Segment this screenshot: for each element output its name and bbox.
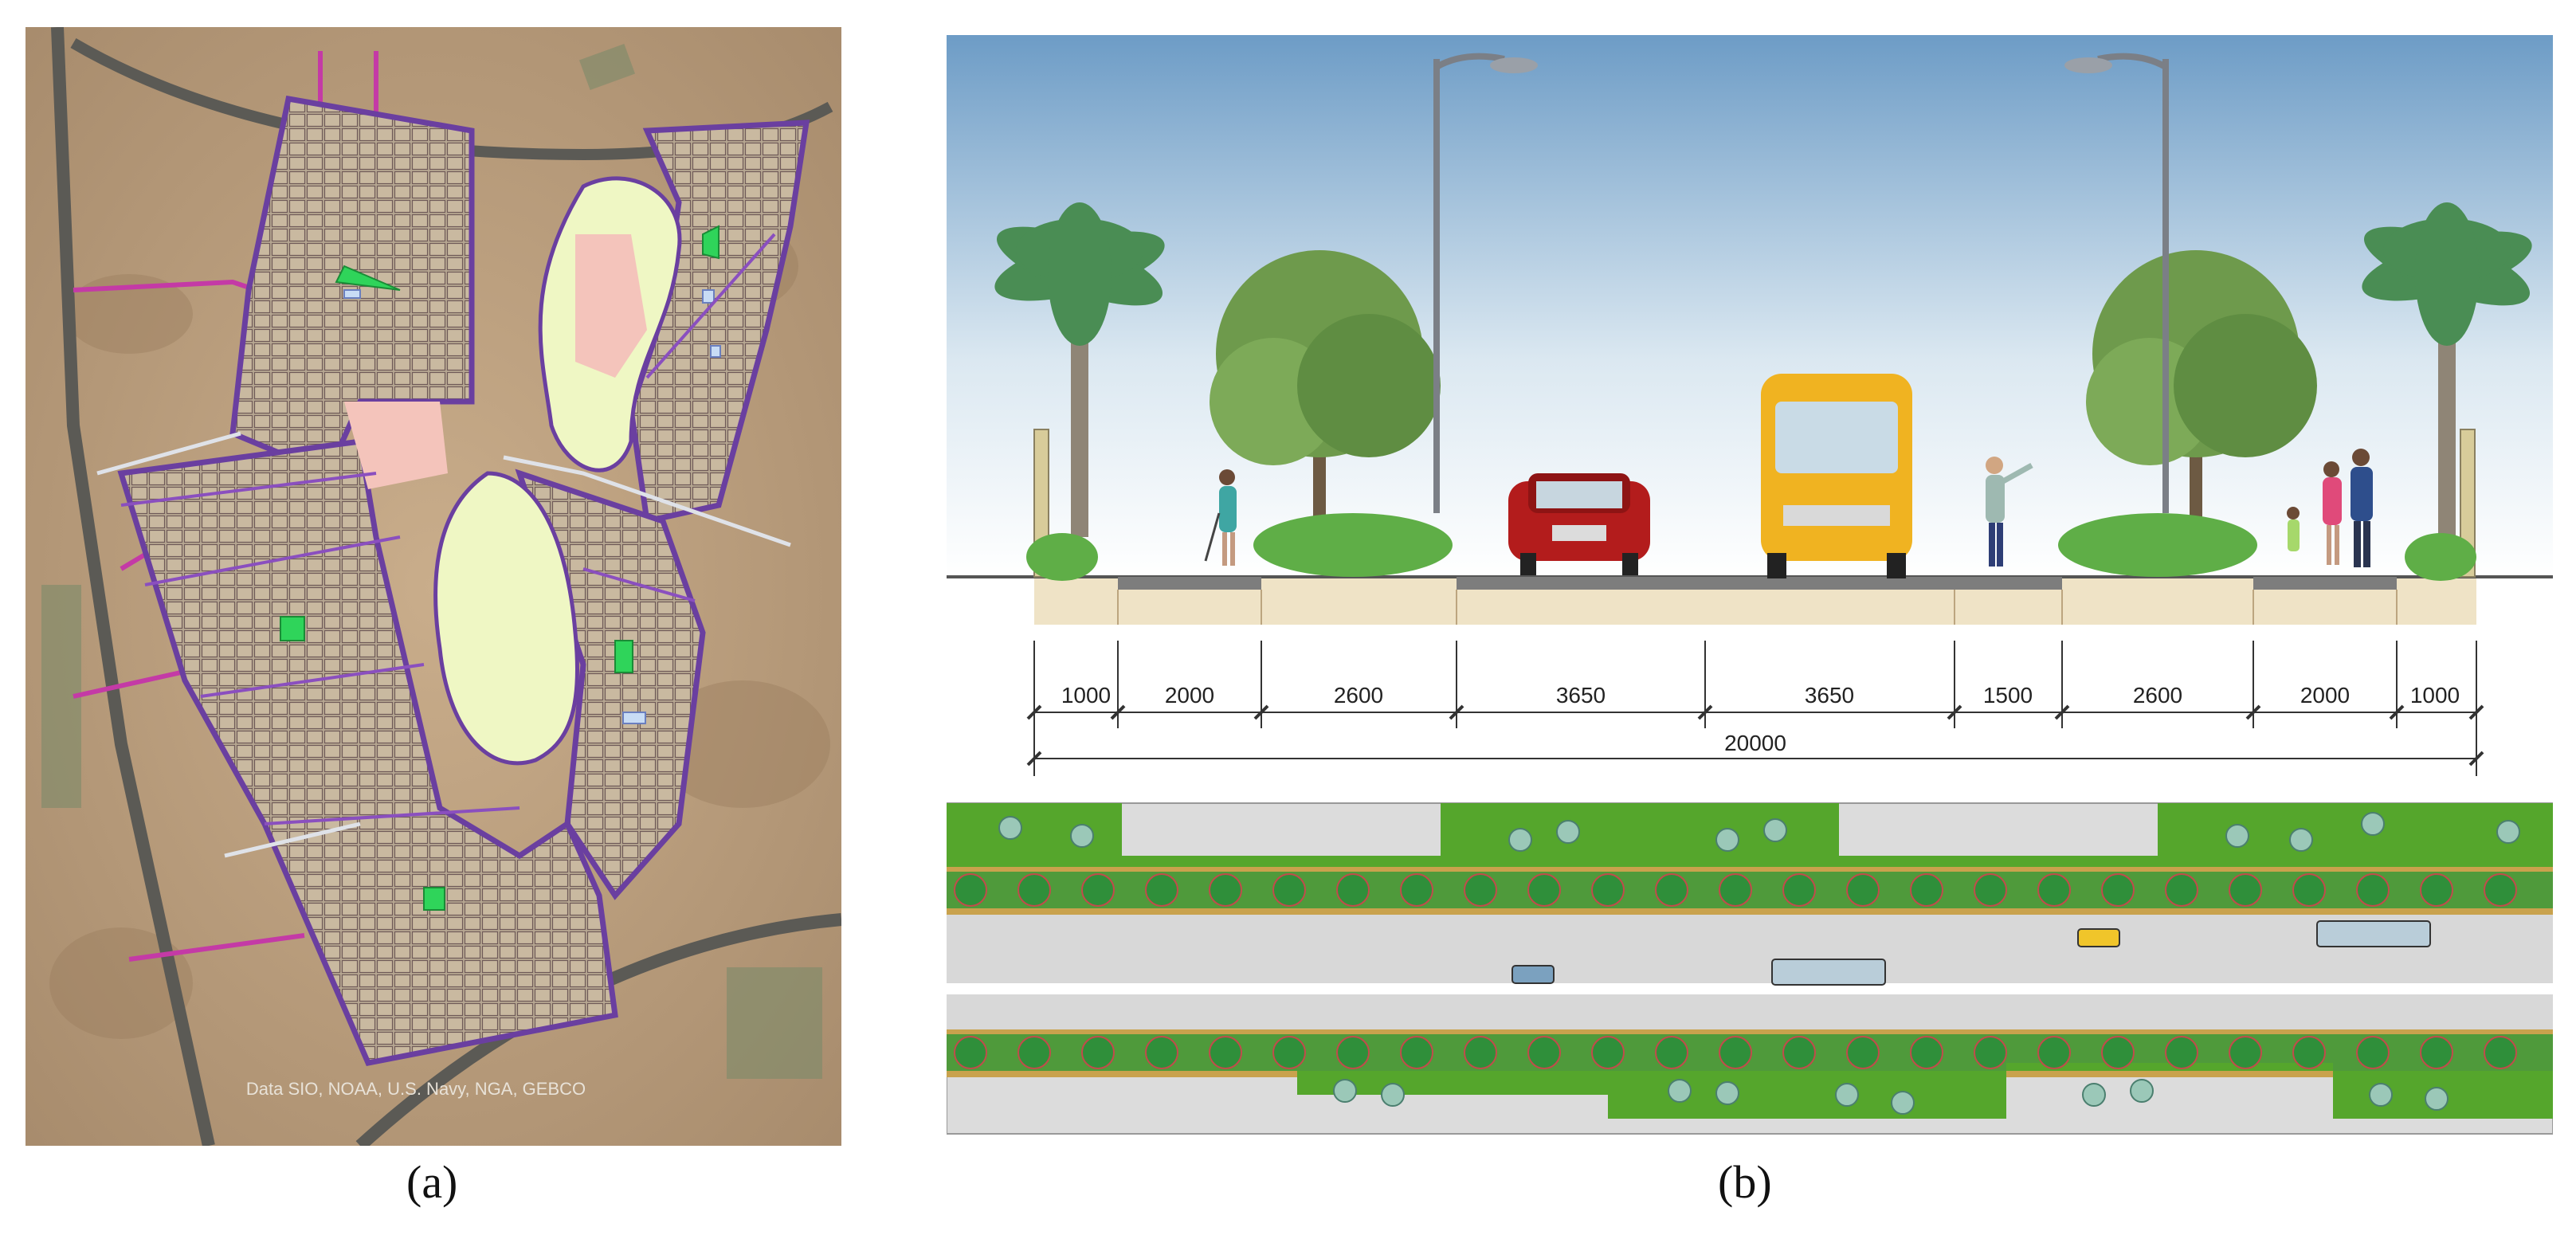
- plan-bus-icon: [1771, 959, 1886, 986]
- car-icon: [1508, 473, 1650, 575]
- plan-taxi-icon: [2077, 928, 2120, 947]
- street-lamp-right: [2097, 53, 2169, 513]
- bus-icon: [1761, 374, 1912, 578]
- planting-strip-right: [2058, 513, 2257, 577]
- dim-planting-left: 2600: [1334, 683, 1383, 708]
- broadleaf-tree-left: [1210, 250, 1441, 553]
- plan-bus-2-icon: [2316, 920, 2431, 947]
- dimension-lines: [1026, 641, 2484, 776]
- panel-a-site-plan: Data SIO, NOAA, U.S. Navy, NGA, GEBCO: [25, 26, 842, 1151]
- carriageway: [1457, 577, 2062, 590]
- dim-lane-1: 3650: [1556, 683, 1606, 708]
- planting-strip-left: [1253, 513, 1453, 577]
- palm-tree-right: [2362, 202, 2532, 537]
- family-pedestrians-icon: [2287, 449, 2373, 567]
- pedestrian-left-icon: [1204, 469, 1237, 566]
- dim-planting-right: 2600: [2133, 683, 2182, 708]
- palm-tree-left: [994, 202, 1165, 537]
- dim-lane-2: 3650: [1805, 683, 1854, 708]
- aerial-map: Data SIO, NOAA, U.S. Navy, NGA, GEBCO: [25, 26, 842, 1151]
- street-lamp-left: [1433, 53, 1505, 513]
- street-section-diagram: 1000 2000 2600 3650 3650 1500 2600 2000 …: [946, 35, 2554, 1135]
- panel-b-street-section: 1000 2000 2600 3650 3650 1500 2600 2000 …: [946, 35, 2554, 1151]
- broadleaf-tree-right: [2086, 250, 2317, 553]
- dim-sidewalk-right: 2000: [2300, 683, 2350, 708]
- pedestrian-waving-icon: [1986, 457, 2033, 567]
- dim-sidewalk-left: 2000: [1165, 683, 1214, 708]
- plan-car-icon: [1511, 965, 1555, 984]
- map-credit: Data SIO, NOAA, U.S. Navy, NGA, GEBCO: [246, 1079, 586, 1099]
- caption-a: (a): [406, 1156, 458, 1208]
- dim-median: 1500: [1983, 683, 2033, 708]
- dim-verge-right: 1000: [2410, 683, 2460, 708]
- dim-verge-left: 1000: [1061, 683, 1111, 708]
- sky-background: [947, 35, 2553, 577]
- dim-total-width: 20000: [1724, 731, 1786, 755]
- caption-b: (b): [1718, 1156, 1772, 1208]
- street-plan-view: [946, 802, 2554, 1135]
